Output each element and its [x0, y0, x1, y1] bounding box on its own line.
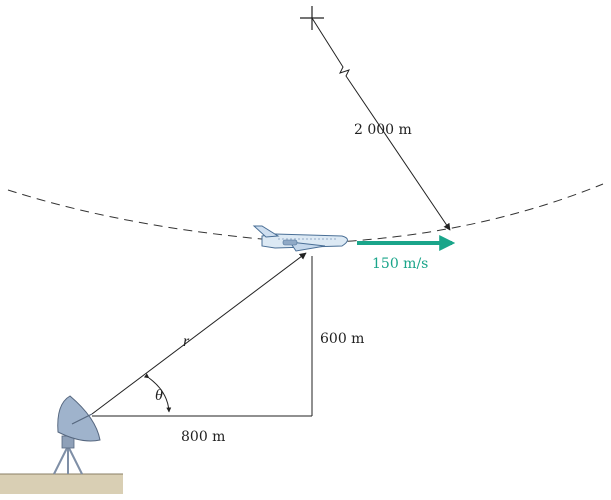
ground — [0, 474, 123, 494]
range-line — [91, 252, 307, 415]
angle-arc — [143, 373, 172, 413]
radar-dish-icon — [53, 395, 101, 475]
radius-line — [311, 17, 451, 231]
range-label: r — [183, 333, 190, 350]
radius-label: 2 000 m — [354, 122, 412, 138]
flight-path-arc — [7, 183, 604, 244]
velocity-label: 150 m/s — [372, 256, 428, 272]
angle-label: θ — [155, 387, 163, 404]
height-label: 600 m — [320, 331, 364, 347]
airplane-icon — [252, 225, 348, 252]
horizontal-label: 800 m — [181, 429, 225, 445]
